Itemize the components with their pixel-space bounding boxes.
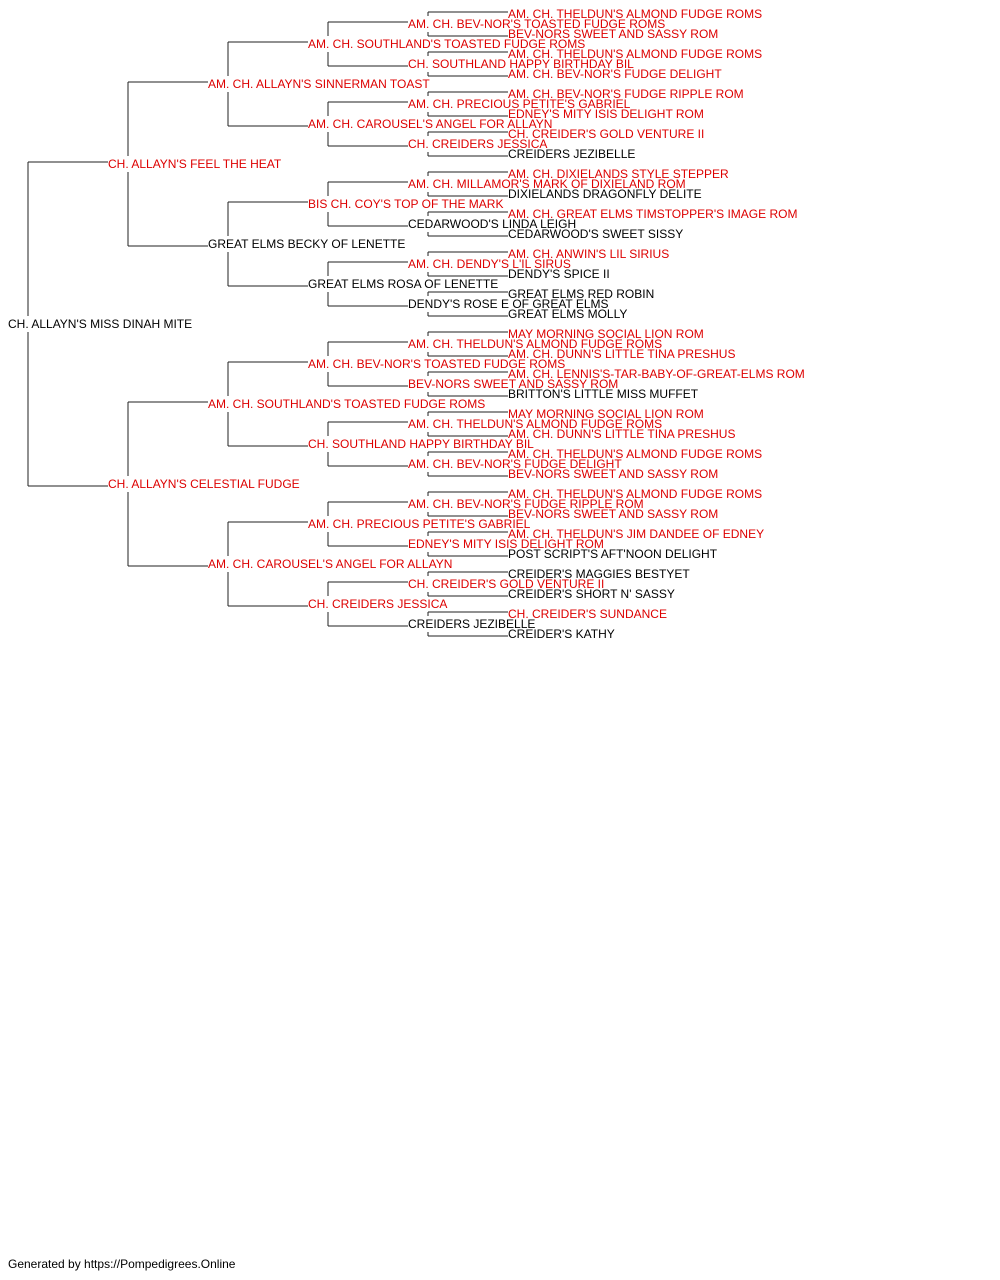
sire-name: CREIDER'S MAGGIES BESTYET	[508, 567, 690, 581]
sire-name: AM. CH. PRECIOUS PETITE'S GABRIEL	[408, 97, 631, 111]
subject-name: CH. ALLAYN'S MISS DINAH MITE	[8, 317, 192, 331]
sire-name: AM. CH. THELDUN'S ALMOND FUDGE ROMS	[508, 7, 762, 21]
generator-credit: Generated by https://Pompedigrees.Online	[8, 1257, 236, 1271]
dam-name: CH. SOUTHLAND HAPPY BIRTHDAY BIL	[408, 57, 634, 71]
sire-name: AM. CH. BEV-NOR'S TOASTED FUDGE ROMS	[408, 17, 665, 31]
sire-name: GREAT ELMS RED ROBIN	[508, 287, 654, 301]
sire-name: AM. CH. THELDUN'S ALMOND FUDGE ROMS	[508, 47, 762, 61]
sire-name: AM. CH. SOUTHLAND'S TOASTED FUDGE ROMS	[208, 397, 485, 411]
sire-name: AM. CH. MILLAMOR'S MARK OF DIXIELAND ROM	[408, 177, 686, 191]
sire-name: AM. CH. DENDY'S L'IL SIRUS	[408, 257, 571, 271]
dam-name: GREAT ELMS MOLLY	[508, 307, 627, 321]
dam-name: BEV-NORS SWEET AND SASSY ROM	[508, 467, 718, 481]
sire-name: AM. CH. THELDUN'S ALMOND FUDGE ROMS	[408, 337, 662, 351]
sire-name: AM. CH. GREAT ELMS TIMSTOPPER'S IMAGE RO…	[508, 207, 797, 221]
dam-name: CH. CREIDERS JESSICA	[308, 597, 447, 611]
dam-name: POST SCRIPT'S AFT'NOON DELIGHT	[508, 547, 718, 561]
sire-name: AM. CH. ANWIN'S LIL SIRIUS	[508, 247, 669, 261]
dam-name: GREAT ELMS ROSA OF LENETTE	[308, 277, 498, 291]
dam-name: BEV-NORS SWEET AND SASSY ROM	[508, 507, 718, 521]
sire-name: CH. CREIDER'S GOLD VENTURE II	[408, 577, 604, 591]
dam-name: CREIDER'S KATHY	[508, 627, 615, 641]
sire-name: AM. CH. LENNIS'S-TAR-BABY-OF-GREAT-ELMS …	[508, 367, 805, 381]
sire-name: AM. CH. ALLAYN'S SINNERMAN TOAST	[208, 77, 430, 91]
dam-name: DENDY'S SPICE II	[508, 267, 610, 281]
dam-name: CEDARWOOD'S SWEET SISSY	[508, 227, 683, 241]
dam-name: AM. CH. BEV-NOR'S FUDGE DELIGHT	[508, 67, 722, 81]
sire-name: AM. CH. THELDUN'S ALMOND FUDGE ROMS	[508, 447, 762, 461]
dam-name: EDNEY'S MITY ISIS DELIGHT ROM	[508, 107, 704, 121]
sire-name: AM. CH. THELDUN'S ALMOND FUDGE ROMS	[508, 487, 762, 501]
sire-name: BIS CH. COY'S TOP OF THE MARK	[308, 197, 503, 211]
dam-name: AM. CH. CAROUSEL'S ANGEL FOR ALLAYN	[308, 117, 552, 131]
sire-name: AM. CH. PRECIOUS PETITE'S GABRIEL	[308, 517, 531, 531]
sire-name: MAY MORNING SOCIAL LION ROM	[508, 407, 704, 421]
dam-name: CREIDER'S SHORT N' SASSY	[508, 587, 675, 601]
dam-name: DENDY'S ROSE E OF GREAT ELMS	[408, 297, 609, 311]
dam-name: EDNEY'S MITY ISIS DELIGHT ROM	[408, 537, 604, 551]
dam-name: CEDARWOOD'S LINDA LEIGH	[408, 217, 576, 231]
dam-name: CH. CREIDERS JESSICA	[408, 137, 547, 151]
dam-name: CH. SOUTHLAND HAPPY BIRTHDAY BIL	[308, 437, 534, 451]
dam-name: BEV-NORS SWEET AND SASSY ROM	[508, 27, 718, 41]
dam-name: BRITTON'S LITTLE MISS MUFFET	[508, 387, 699, 401]
sire-name: AM. CH. BEV-NOR'S FUDGE RIPPLE ROM	[408, 497, 644, 511]
dam-name: CREIDERS JEZIBELLE	[408, 617, 535, 631]
dam-name: BEV-NORS SWEET AND SASSY ROM	[408, 377, 618, 391]
sire-name: AM. CH. BEV-NOR'S TOASTED FUDGE ROMS	[308, 357, 565, 371]
dam-name: AM. CH. DUNN'S LITTLE TINA PRESHUS	[508, 427, 735, 441]
dam-name: AM. CH. DUNN'S LITTLE TINA PRESHUS	[508, 347, 735, 361]
sire-name: AM. CH. BEV-NOR'S FUDGE RIPPLE ROM	[508, 87, 744, 101]
dam-name: DIXIELANDS DRAGONFLY DELITE	[508, 187, 702, 201]
sire-name: AM. CH. THELDUN'S ALMOND FUDGE ROMS	[408, 417, 662, 431]
dam-name: CH. ALLAYN'S CELESTIAL FUDGE	[108, 477, 300, 491]
sire-name: AM. CH. SOUTHLAND'S TOASTED FUDGE ROMS	[308, 37, 585, 51]
dam-name: AM. CH. BEV-NOR'S FUDGE DELIGHT	[408, 457, 622, 471]
sire-name: CH. ALLAYN'S FEEL THE HEAT	[108, 157, 282, 171]
sire-name: MAY MORNING SOCIAL LION ROM	[508, 327, 704, 341]
dam-name: GREAT ELMS BECKY OF LENETTE	[208, 237, 405, 251]
sire-name: AM. CH. DIXIELANDS STYLE STEPPER	[508, 167, 729, 181]
dam-name: AM. CH. CAROUSEL'S ANGEL FOR ALLAYN	[208, 557, 452, 571]
sire-name: CH. CREIDER'S SUNDANCE	[508, 607, 667, 621]
dam-name: CREIDERS JEZIBELLE	[508, 147, 635, 161]
sire-name: AM. CH. THELDUN'S JIM DANDEE OF EDNEY	[508, 527, 764, 541]
sire-name: CH. CREIDER'S GOLD VENTURE II	[508, 127, 704, 141]
